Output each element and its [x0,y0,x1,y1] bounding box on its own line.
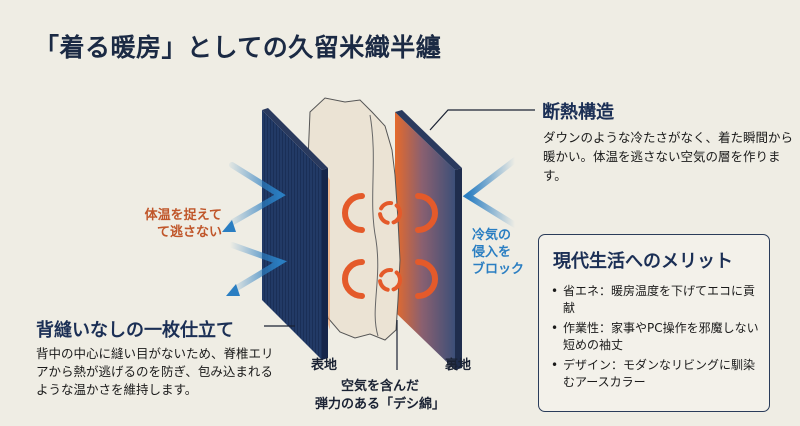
cold-block-label: 冷気の 侵入を ブロック [472,227,524,278]
cotton-label-line1: 空気を含んだ [340,379,419,394]
insulation-heading: 断熱構造 [542,102,614,123]
merit-text: 省エネ：暖房温度を下げてエコに貢献 [563,284,756,315]
body-heat-label-line2: て逃さない [156,225,222,240]
merit-item: • 作業性：家事やPC操作を邪魔しない短めの袖丈 [551,320,763,354]
cotton-label-line2: 弾力のある「デシ綿」 [314,397,445,412]
page-title: 「着る暖房」としての久留米織半纏 [34,33,442,62]
cold-block-label-line2: 侵入を [472,245,512,260]
cotton-label: 空気を含んだ 弾力のある「デシ綿」 [305,378,455,414]
merits-list: • 省エネ：暖房温度を下げてエコに貢献 • 作業性：家事やPC操作を邪魔しない短めの… [551,283,763,394]
insulation-description: ダウンのような冷たさがなく、着た瞬間から暖かい。体温を逃さない空気の層を作ります… [543,130,794,183]
merit-item: • 省エネ：暖房温度を下げてエコに貢献 [551,283,763,317]
bullet-icon: • [551,321,559,335]
merit-text: 作業性：家事やPC操作を邪魔しない短めの袖丈 [563,321,759,352]
body-heat-return-arrows [222,162,288,296]
back-layer-label: 裏地 [445,358,472,373]
body-heat-label: 体温を捉えて て逃さない [112,207,222,241]
front-layer-label: 表地 [311,358,338,373]
cold-block-label-line1: 冷気の [472,228,512,243]
seamless-heading: 背縫いなしの一枚仕立て [36,320,234,341]
back-layer-panel [395,110,462,370]
body-heat-label-line1: 体温を捉えて [144,208,222,223]
merits-box: 現代生活へのメリット • 省エネ：暖房温度を下げてエコに貢献 • 作業性：家事やPC… [538,234,770,412]
front-layer-panel [262,108,328,360]
seamless-description: 背中の中心に縫い目がないため、脊椎エリアから熱が逃げるのを防ぎ、包み込まれるよう… [36,346,274,397]
bullet-icon: • [551,284,559,298]
heat-circulation-arrows [342,193,438,299]
leader-lines [264,109,535,370]
bullet-icon: • [551,358,559,372]
merit-item: • デザイン：モダンなリビングに馴染むアースカラー [551,357,763,391]
merit-text: デザイン：モダンなリビングに馴染むアースカラー [563,358,756,389]
cold-block-arrow [462,157,518,228]
merits-title: 現代生活へのメリット [553,251,733,272]
cold-block-label-line3: ブロック [472,262,525,277]
